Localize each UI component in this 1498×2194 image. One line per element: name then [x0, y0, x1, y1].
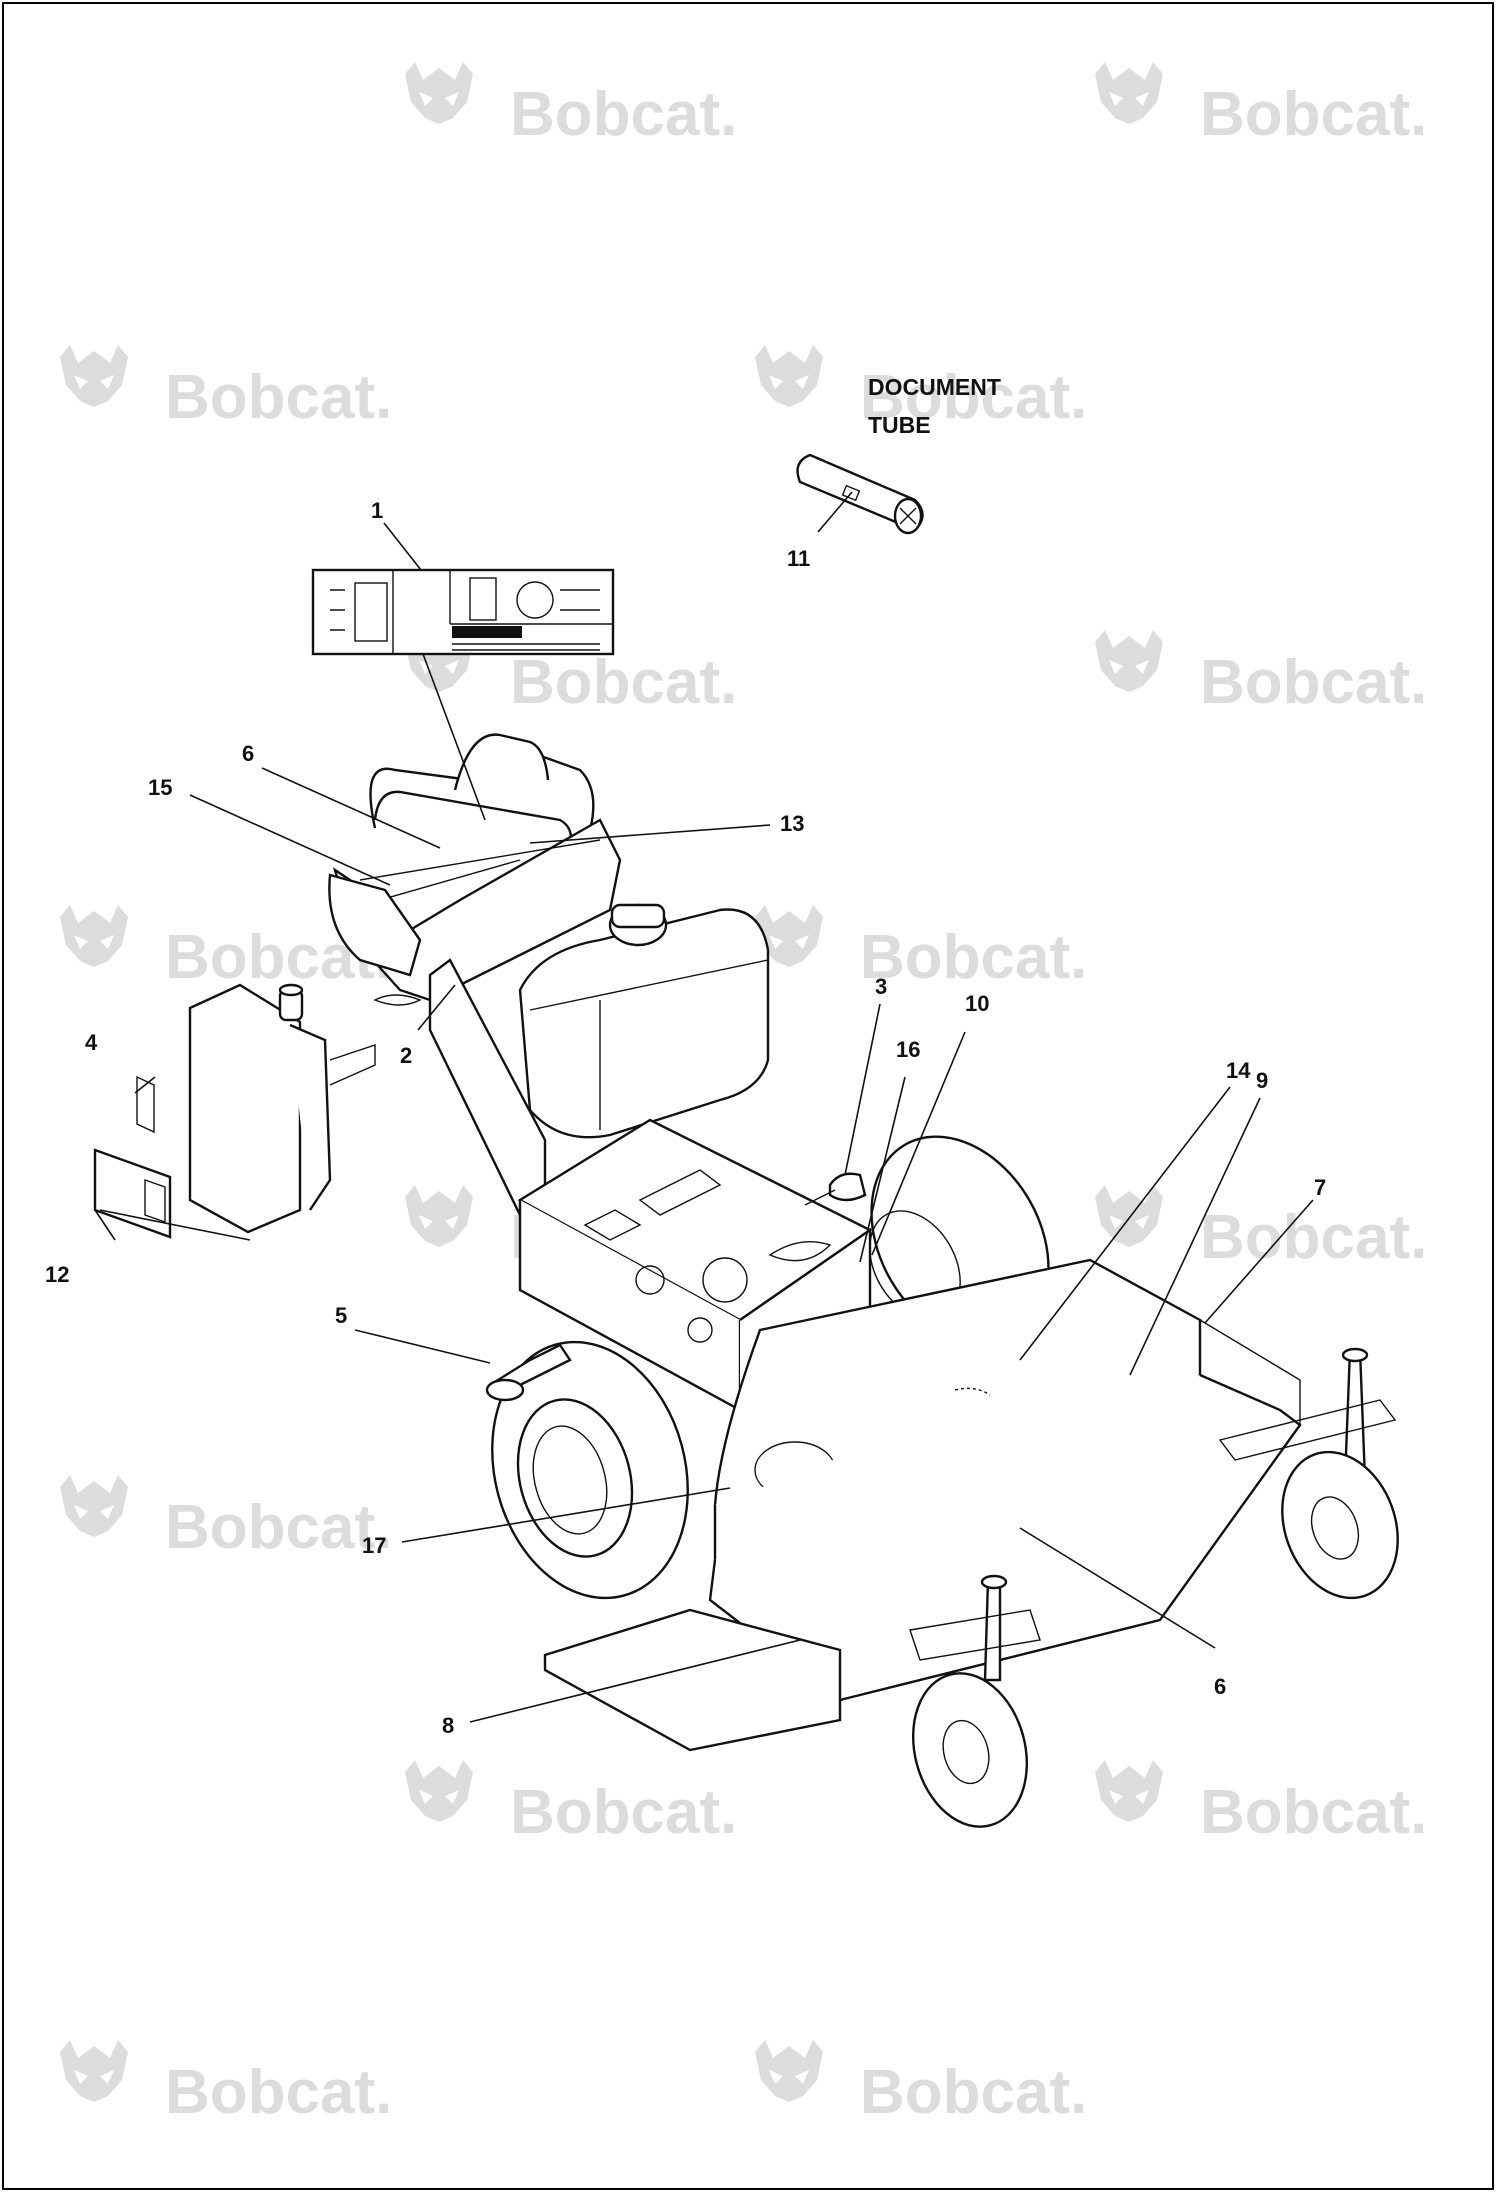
watermark-text: Bobcat.: [510, 1778, 737, 1847]
callout-8: 8: [442, 1713, 454, 1738]
callout-11: 11: [787, 546, 810, 571]
watermark-text: Bobcat.: [860, 363, 1087, 432]
watermark-text: Bobcat.: [1200, 648, 1427, 717]
watermark-text: Bobcat.: [1200, 1778, 1427, 1847]
callout-labels: 1 2 3 4 5 6 6 7 8 9 10 11 12 13 14 15 16…: [45, 498, 1326, 1738]
watermark-text: Bobcat.: [860, 923, 1087, 992]
fuel-tank-inset: [93, 983, 376, 1239]
watermark-text: Bobcat.: [510, 648, 737, 717]
callout-15: 15: [148, 775, 172, 800]
callout-1: 1: [371, 498, 383, 523]
document-tube-label-line2: TUBE: [868, 412, 931, 438]
callout-16: 16: [896, 1037, 920, 1062]
callout-2: 2: [400, 1043, 412, 1068]
watermark-text: Bobcat.: [165, 1493, 392, 1562]
leader-lines: [94, 491, 1314, 1723]
watermark-text: Bobcat.: [1200, 80, 1427, 149]
callout-17: 17: [362, 1533, 386, 1558]
decal-1: [311, 568, 615, 656]
callout-5: 5: [335, 1303, 347, 1328]
callout-10: 10: [965, 991, 989, 1016]
callout-6-upper: 6: [242, 741, 254, 766]
watermark-text: Bobcat.: [165, 2058, 392, 2127]
callout-3: 3: [875, 974, 887, 999]
callout-13: 13: [780, 811, 804, 836]
document-tube-label-line1: DOCUMENT: [868, 374, 1001, 400]
callout-14: 14: [1226, 1058, 1251, 1083]
callout-7: 7: [1314, 1175, 1326, 1200]
mower-assembly: [328, 733, 1399, 1828]
document-tube: DOCUMENT TUBE: [796, 374, 1001, 535]
callout-6-lower: 6: [1214, 1674, 1226, 1699]
watermark-text: Bobcat.: [510, 80, 737, 149]
watermark-text: Bobcat.: [1200, 1203, 1427, 1272]
callout-12: 12: [45, 1262, 69, 1287]
callout-9: 9: [1256, 1068, 1268, 1093]
watermark-text: Bobcat.: [165, 363, 392, 432]
watermark-text: Bobcat.: [860, 2058, 1087, 2127]
callout-4: 4: [85, 1030, 98, 1055]
